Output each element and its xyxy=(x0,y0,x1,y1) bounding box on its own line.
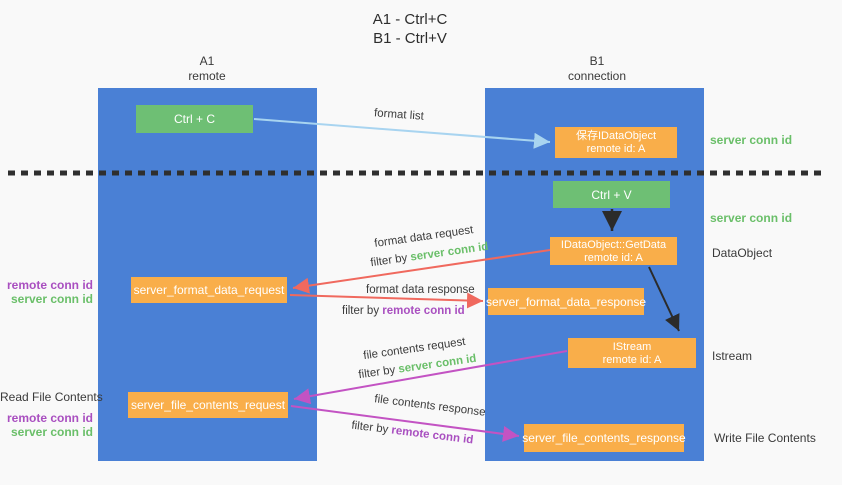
node-save-dataobject-line1: 保存IDataObject xyxy=(575,130,657,142)
filter-key-server-conn-id: server conn id xyxy=(409,240,490,264)
filter-prefix: filter by xyxy=(342,305,383,317)
node-server-file-contents-response-label: server_file_contents_response xyxy=(522,431,686,445)
lifeline-b1-role: connection xyxy=(567,69,627,83)
filter-key-remote-conn-id: remote conn id xyxy=(382,305,465,317)
node-ctrl-c-label: Ctrl + C xyxy=(173,112,215,126)
node-server-format-data-response-label: server_format_data_response xyxy=(485,294,647,309)
filter-key-server-conn-id: server conn id xyxy=(397,352,478,376)
node-istream: IStream remote id: A xyxy=(568,338,696,368)
label-file-contents-response-filter: filter by remote conn id xyxy=(351,420,474,447)
node-server-format-data-response: server_format_data_response xyxy=(485,288,647,315)
lifeline-a1-name: A1 xyxy=(199,54,215,68)
node-server-file-contents-response: server_file_contents_response xyxy=(522,424,686,452)
lifeline-header-a1: A1 remote xyxy=(147,54,267,84)
node-save-dataobject: 保存IDataObject remote id: A xyxy=(555,127,677,158)
node-save-dataobject-line2: remote id: A xyxy=(586,143,646,155)
node-getdata-line2: remote id: A xyxy=(584,251,643,264)
annotation-server-conn-id-left-bottom: server conn id xyxy=(10,425,93,439)
title-line-2: B1 - Ctrl+V xyxy=(373,30,447,47)
annotation-remote-conn-id-bottom: remote conn id xyxy=(6,411,93,425)
node-istream-line1: IStream xyxy=(612,340,652,353)
annotation-read-file-contents: Read File Contents xyxy=(0,390,103,404)
annotation-dataobject: DataObject xyxy=(712,246,773,260)
node-server-file-contents-request-label: server_file_contents_request xyxy=(130,398,286,412)
label-format-list: format list xyxy=(373,107,425,123)
annotation-server-conn-id-mid: server conn id xyxy=(710,211,793,225)
diagram-title: A1 - Ctrl+C B1 - Ctrl+V xyxy=(300,10,520,48)
node-istream-line2: remote id: A xyxy=(602,353,662,366)
node-server-file-contents-request: server_file_contents_request xyxy=(128,392,288,418)
label-format-data-response-filter: filter by remote conn id xyxy=(342,305,465,317)
filter-prefix: filter by xyxy=(357,363,400,382)
label-file-contents-response: file contents response xyxy=(373,393,487,419)
filter-prefix: filter by xyxy=(350,419,393,437)
annotation-server-conn-id-top: server conn id xyxy=(710,133,793,147)
node-getdata: IDataObject::GetData remote id: A xyxy=(550,237,677,265)
filter-key-remote-conn-id: remote conn id xyxy=(390,424,474,447)
lifeline-a1-role: remote xyxy=(188,69,226,83)
label-format-data-response: format data response xyxy=(366,284,475,296)
node-ctrl-v-label: Ctrl + V xyxy=(591,187,632,202)
node-server-format-data-request-label: server_format_data_request xyxy=(133,283,285,297)
annotation-server-conn-id-left-top: server conn id xyxy=(10,292,93,306)
node-ctrl-v: Ctrl + V xyxy=(553,181,670,208)
lifeline-b1-name: B1 xyxy=(589,54,605,68)
node-ctrl-c: Ctrl + C xyxy=(136,105,253,133)
annotation-remote-conn-id-top: remote conn id xyxy=(6,278,93,292)
filter-prefix: filter by xyxy=(369,251,412,270)
annotation-write-file-contents: Write File Contents xyxy=(714,431,816,445)
node-getdata-line1: IDataObject::GetData xyxy=(560,238,667,251)
annotation-istream: Istream xyxy=(712,349,753,363)
node-server-format-data-request: server_format_data_request xyxy=(131,277,287,303)
title-line-1: A1 - Ctrl+C xyxy=(372,11,448,28)
lifeline-header-b1: B1 connection xyxy=(537,54,657,84)
